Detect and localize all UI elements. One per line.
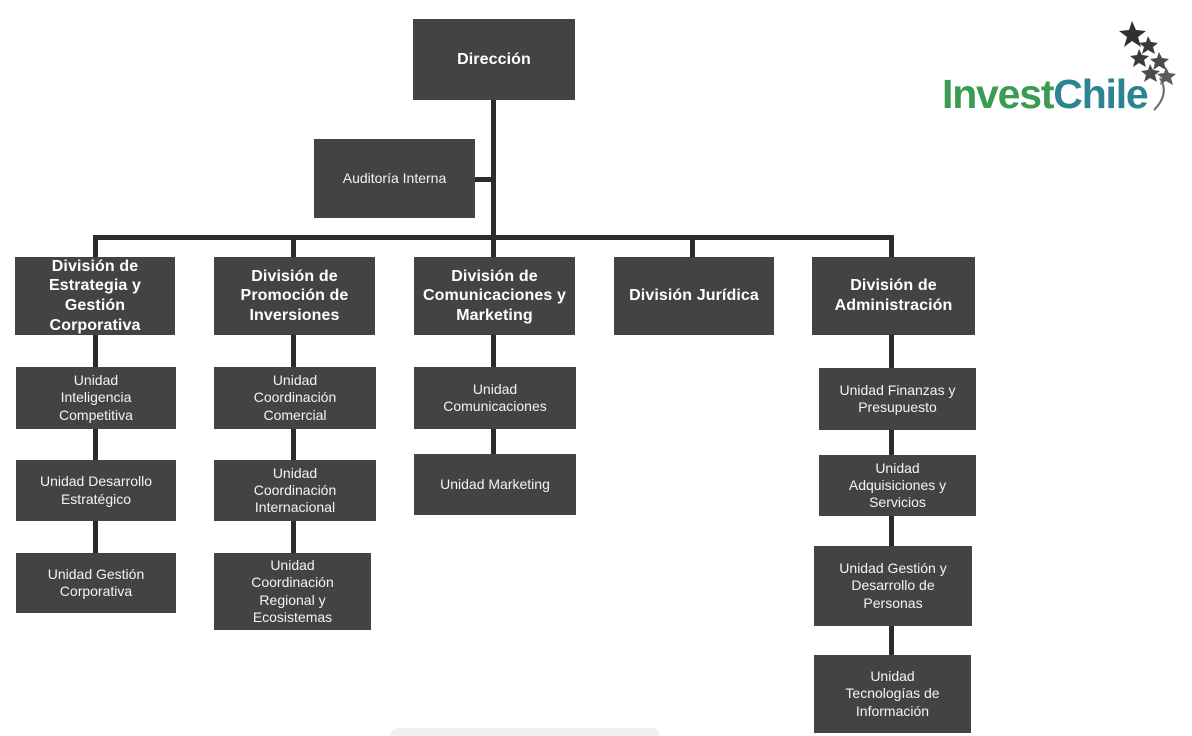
unit-administracion-4-box: Unidad Tecnologías de Información bbox=[814, 655, 971, 733]
division-promocion-box: División de Promoción de Inversiones bbox=[214, 257, 375, 335]
connector-audit bbox=[474, 177, 493, 182]
director-box: Dirección bbox=[413, 19, 575, 100]
connector-column-estrategia bbox=[93, 333, 98, 555]
unit-estrategia-3-box: Unidad Gestión Corporativa bbox=[16, 553, 176, 613]
logo-word-chile: Chile bbox=[1053, 71, 1148, 117]
logo-wordmark: InvestChile bbox=[942, 71, 1149, 117]
connector-drop-promocion bbox=[291, 235, 296, 258]
unit-administracion-3-box: Unidad Gestión y Desarrollo de Personas bbox=[814, 546, 972, 626]
investchile-logo: InvestChile bbox=[942, 18, 1182, 128]
connector-drop-estrategia bbox=[93, 235, 98, 258]
audit-box: Auditoría Interna bbox=[314, 139, 475, 218]
division-administracion-box: División de Administración bbox=[812, 257, 975, 335]
logo-word-invest: Invest bbox=[942, 71, 1055, 117]
connector-column-promocion bbox=[291, 333, 296, 555]
stars-icon bbox=[1119, 21, 1176, 111]
unit-promocion-2-box: Unidad Coordinación Internacional bbox=[214, 460, 376, 521]
unit-administracion-1-box: Unidad Finanzas y Presupuesto bbox=[819, 368, 976, 430]
division-estrategia-box: División de Estrategia y Gestión Corpora… bbox=[15, 257, 175, 335]
division-juridica-box: División Jurídica bbox=[614, 257, 774, 335]
unit-administracion-2-box: Unidad Adquisiciones y Servicios bbox=[819, 455, 976, 516]
unit-promocion-3-box: Unidad Coordinación Regional y Ecosistem… bbox=[214, 553, 371, 630]
unit-promocion-1-box: Unidad Coordinación Comercial bbox=[214, 367, 376, 429]
connector-director-trunk bbox=[491, 100, 496, 240]
unit-comunicaciones-2-box: Unidad Marketing bbox=[414, 454, 576, 515]
unit-estrategia-2-box: Unidad Desarrollo Estratégico bbox=[16, 460, 176, 521]
connector-drop-juridica bbox=[690, 235, 695, 258]
unit-estrategia-1-box: Unidad Inteligencia Competitiva bbox=[16, 367, 176, 429]
unit-comunicaciones-1-box: Unidad Comunicaciones bbox=[414, 367, 576, 429]
connector-drop-comunicaciones bbox=[491, 235, 496, 258]
division-comunicaciones-box: División de Comunicaciones y Marketing bbox=[414, 257, 575, 335]
bottom-scroll-hint bbox=[390, 728, 660, 736]
connector-drop-administracion bbox=[889, 235, 894, 258]
